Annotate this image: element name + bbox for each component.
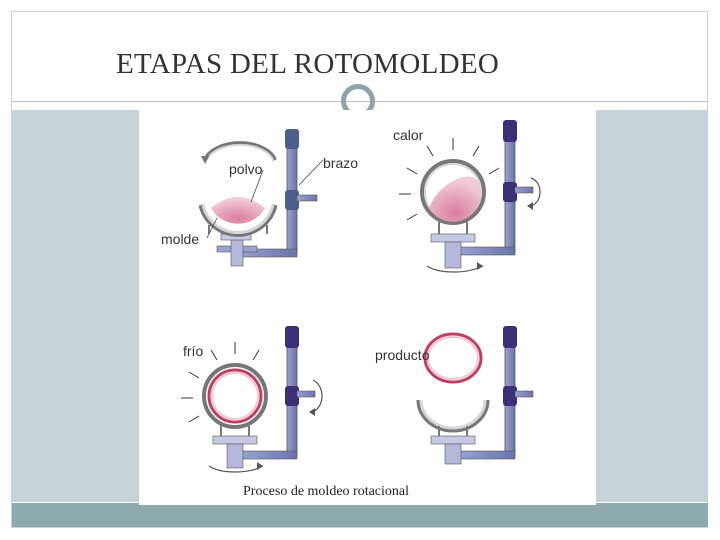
- label-frio: frío: [183, 343, 203, 359]
- label-polvo: polvo: [229, 161, 263, 177]
- label-producto: producto: [375, 347, 430, 363]
- rotomolding-diagram: polvo brazo molde: [139, 110, 596, 505]
- right-side-panel: [596, 110, 708, 502]
- label-brazo: brazo: [323, 155, 358, 171]
- footer-band: [12, 503, 708, 527]
- stage-loading: polvo brazo molde: [161, 129, 358, 267]
- diagram-caption: Proceso de moldeo rotacional: [243, 484, 409, 499]
- slide-title: ETAPAS DEL ROTOMOLDEO: [116, 48, 500, 80]
- label-calor: calor: [393, 127, 424, 143]
- label-molde: molde: [161, 231, 199, 247]
- stage-cooling: frío: [181, 326, 323, 473]
- stage-heating: calor: [393, 120, 541, 273]
- stage-demolding: producto: [375, 326, 534, 465]
- left-side-panel: [12, 110, 139, 502]
